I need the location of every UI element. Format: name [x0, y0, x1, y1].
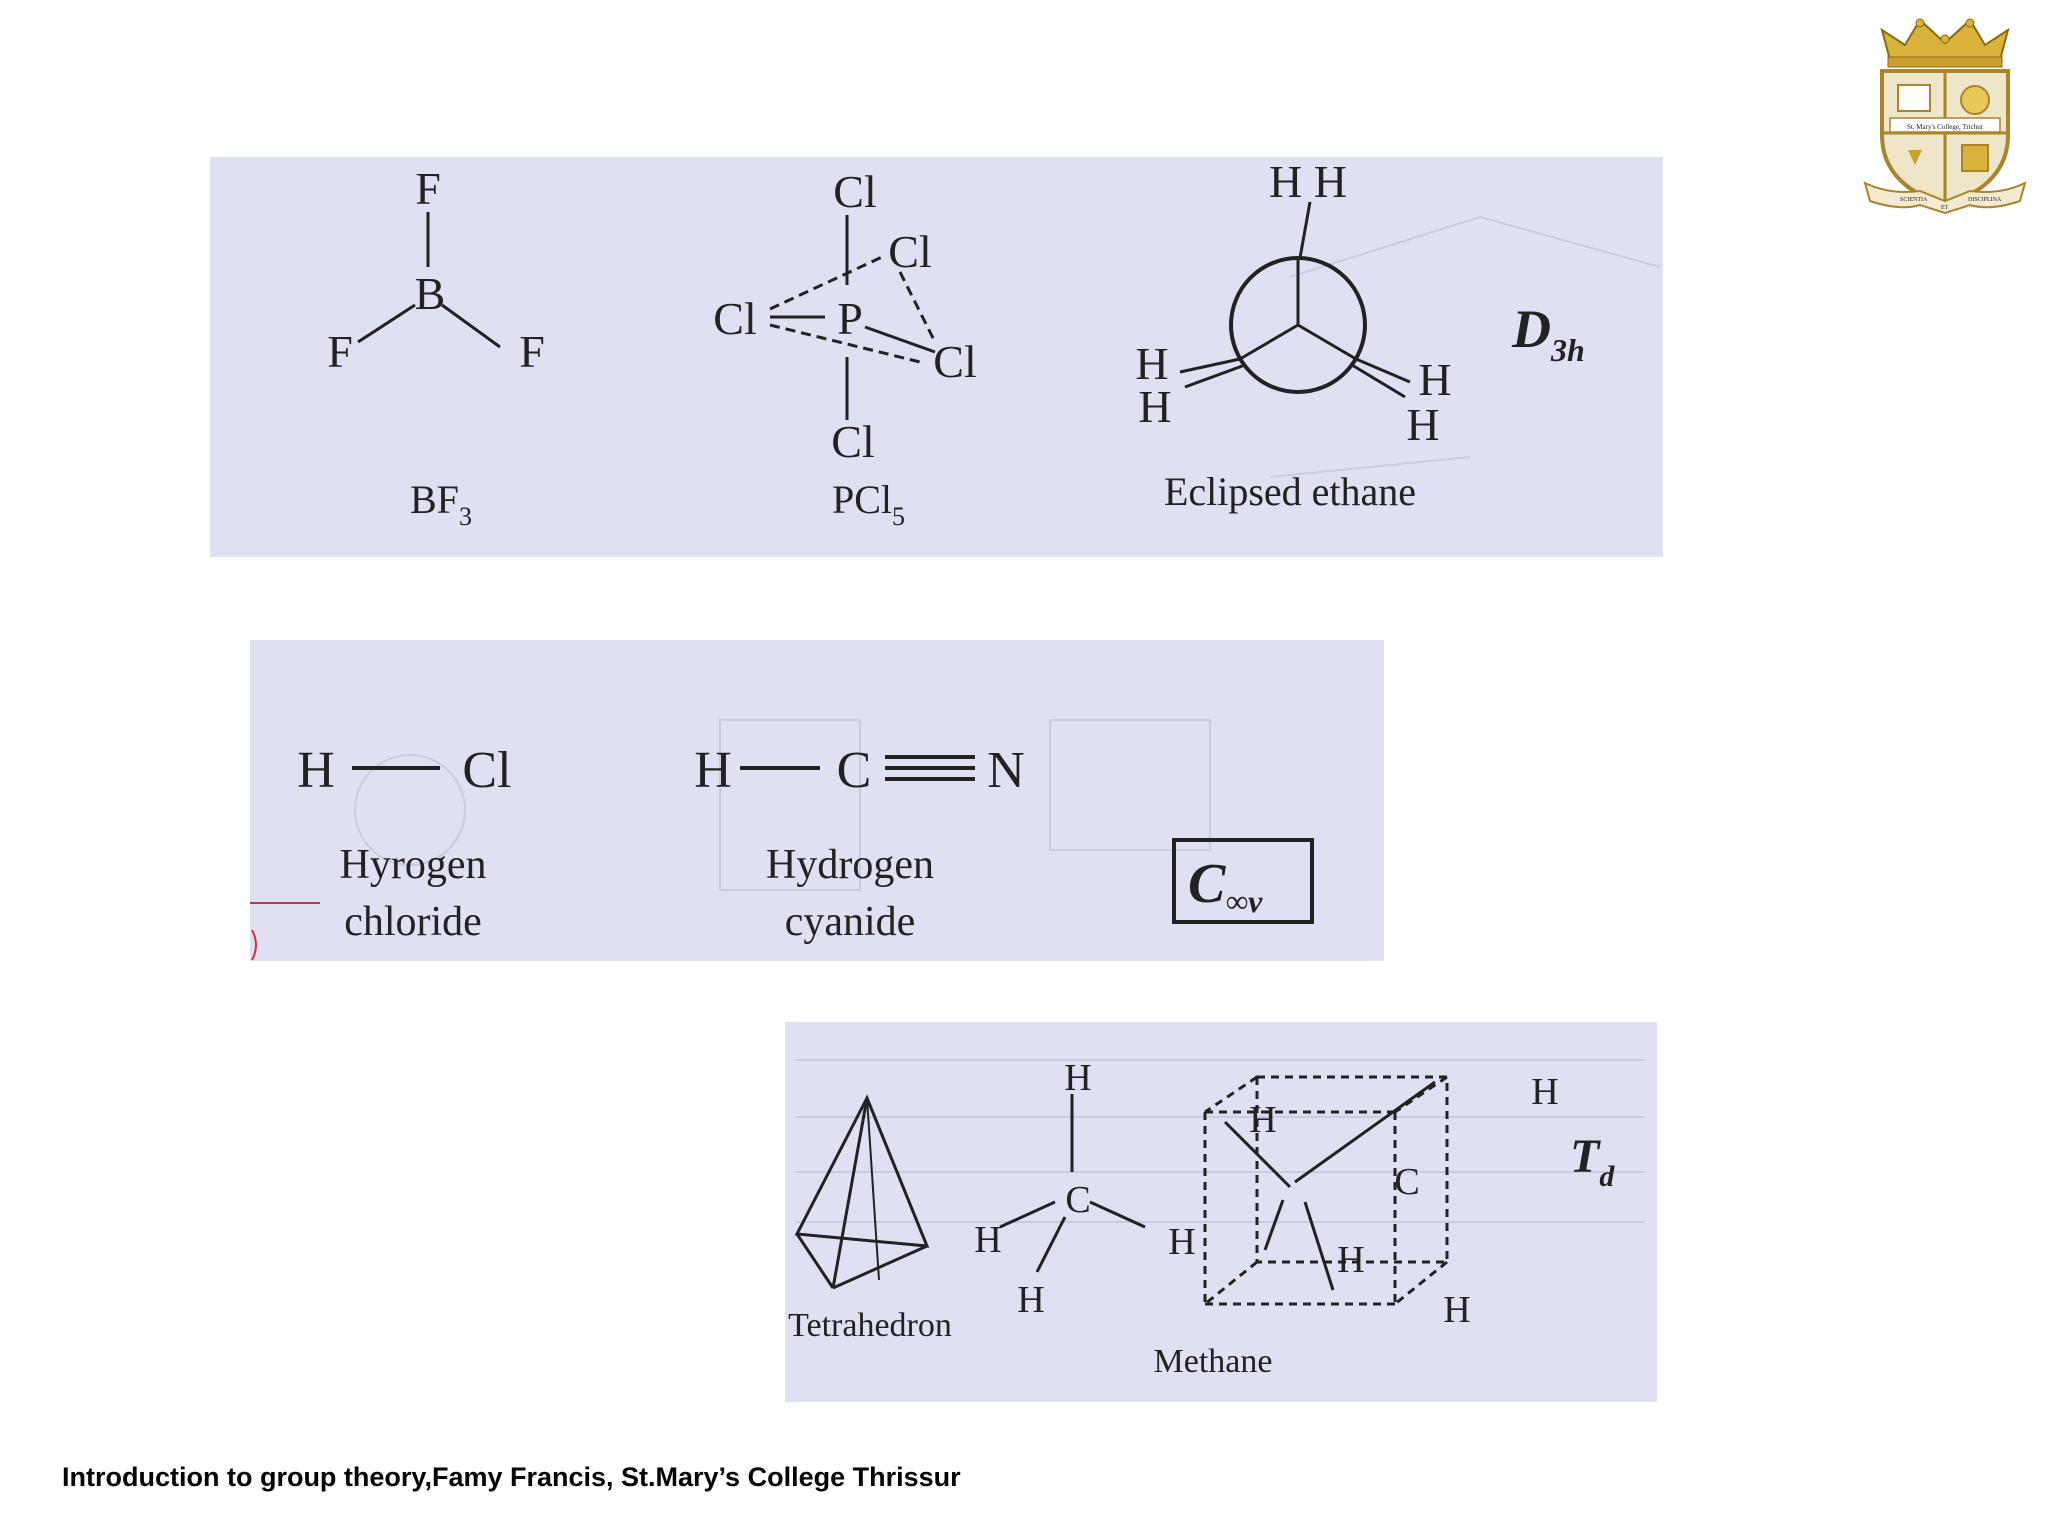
college-crest-logo: St. Mary's College, Trichur SCIENTIA ET …: [1863, 18, 2027, 215]
bf3-caption: BF3: [410, 477, 472, 531]
logo-college-name: St. Mary's College, Trichur: [1907, 123, 1984, 131]
d3h-point-group-label: D3h: [1511, 299, 1585, 368]
td-example-panel: Tetrahedron H C H H H: [785, 1022, 1657, 1402]
ethane-caption: Eclipsed ethane: [1164, 469, 1416, 514]
d3h-molecules-figure: F B F F BF3 Cl P Cl Cl Cl Cl PCl5: [327, 157, 1661, 531]
hcl-caption-line2: chloride: [344, 899, 482, 945]
bf3-atom-top: F: [415, 163, 441, 214]
ethane-atoms-top: H H: [1269, 157, 1347, 207]
pcl5-atom-bottom: Cl: [831, 416, 874, 467]
ethane-atom-left-lower: H: [1138, 381, 1171, 432]
tetrahedron-figure: Tetrahedron: [788, 1094, 952, 1344]
methane-atom-center: C: [1065, 1179, 1090, 1221]
hcn-caption-line2: cyanide: [785, 899, 916, 945]
logo-motto-right: DISCIPLINA: [1968, 197, 2002, 203]
hcl-atom-h: H: [297, 742, 335, 799]
td-molecules-figure: Tetrahedron H C H H H: [788, 1057, 1645, 1380]
cube-atom-bottom: H: [1443, 1289, 1470, 1331]
slide-footer: Introduction to group theory,Famy Franci…: [62, 1462, 961, 1492]
cinfv-point-group-label: C∞v: [1172, 838, 1314, 924]
hcl-atom-cl: Cl: [462, 742, 511, 799]
hcn-atom-h: H: [694, 742, 732, 799]
cube-atom-top-right: H: [1531, 1071, 1558, 1113]
pcl5-atom-center: P: [837, 293, 863, 344]
eclipsed-ethane-newman-projection: H H H H H H Eclipsed ethane: [1135, 157, 1451, 514]
bf3-atom-center: B: [415, 268, 446, 319]
methane-atom-top: H: [1064, 1057, 1091, 1099]
ethane-atom-right-lower: H: [1406, 399, 1439, 450]
methane-atom-bottom: H: [1017, 1279, 1044, 1321]
d3h-example-panel: F B F F BF3 Cl P Cl Cl Cl Cl PCl5: [210, 157, 1663, 557]
logo-motto-middle: ET: [1941, 205, 1949, 211]
cube-atom-left: H: [1249, 1099, 1276, 1141]
cube-atom-lower-left: H: [1337, 1239, 1364, 1281]
pcl5-atom-top: Cl: [833, 166, 876, 217]
pcl5-atom-left: Cl: [713, 293, 756, 344]
ethane-atom-left-upper: H: [1135, 338, 1168, 389]
pcl5-atom-lower-right: Cl: [933, 336, 976, 387]
bf3-atom-right: F: [519, 326, 545, 377]
cube-atom-center: C: [1394, 1161, 1419, 1203]
hcl-caption-line1: Hyrogen: [340, 842, 487, 888]
pcl5-structure: Cl P Cl Cl Cl Cl PCl5: [713, 166, 976, 531]
cinfv-example-panel: H Cl Hyrogen chloride H C N Hydrogen cya…: [250, 640, 1384, 961]
tetrahedron-caption: Tetrahedron: [788, 1307, 952, 1344]
pcl5-caption: PCl5: [832, 477, 905, 531]
td-point-group-label: Td: [1570, 1130, 1615, 1193]
bf3-atom-left: F: [327, 326, 353, 377]
pcl5-atom-upper-right: Cl: [888, 226, 931, 277]
ethane-atom-right-upper: H: [1418, 354, 1451, 405]
hcl-structure: H Cl Hyrogen chloride: [297, 742, 511, 945]
hcn-structure: H C N Hydrogen cyanide: [694, 742, 1025, 945]
bf3-structure: F B F F BF3: [327, 163, 545, 531]
hcn-caption-line1: Hydrogen: [766, 842, 934, 888]
methane-in-cube-figure: H H C H H Methane: [1154, 1071, 1559, 1380]
methane-caption: Methane: [1154, 1343, 1273, 1380]
logo-motto-left: SCIENTIA: [1900, 197, 1928, 203]
svg-text:C∞v: C∞v: [1188, 853, 1263, 919]
cinfv-molecules-figure: H Cl Hyrogen chloride H C N Hydrogen cya…: [250, 719, 1314, 961]
hcn-atom-c: C: [837, 742, 872, 799]
hcn-atom-n: N: [987, 742, 1025, 799]
methane-structure: H C H H H: [974, 1057, 1195, 1321]
methane-atom-right: H: [1168, 1221, 1195, 1263]
methane-atom-left: H: [974, 1219, 1001, 1261]
